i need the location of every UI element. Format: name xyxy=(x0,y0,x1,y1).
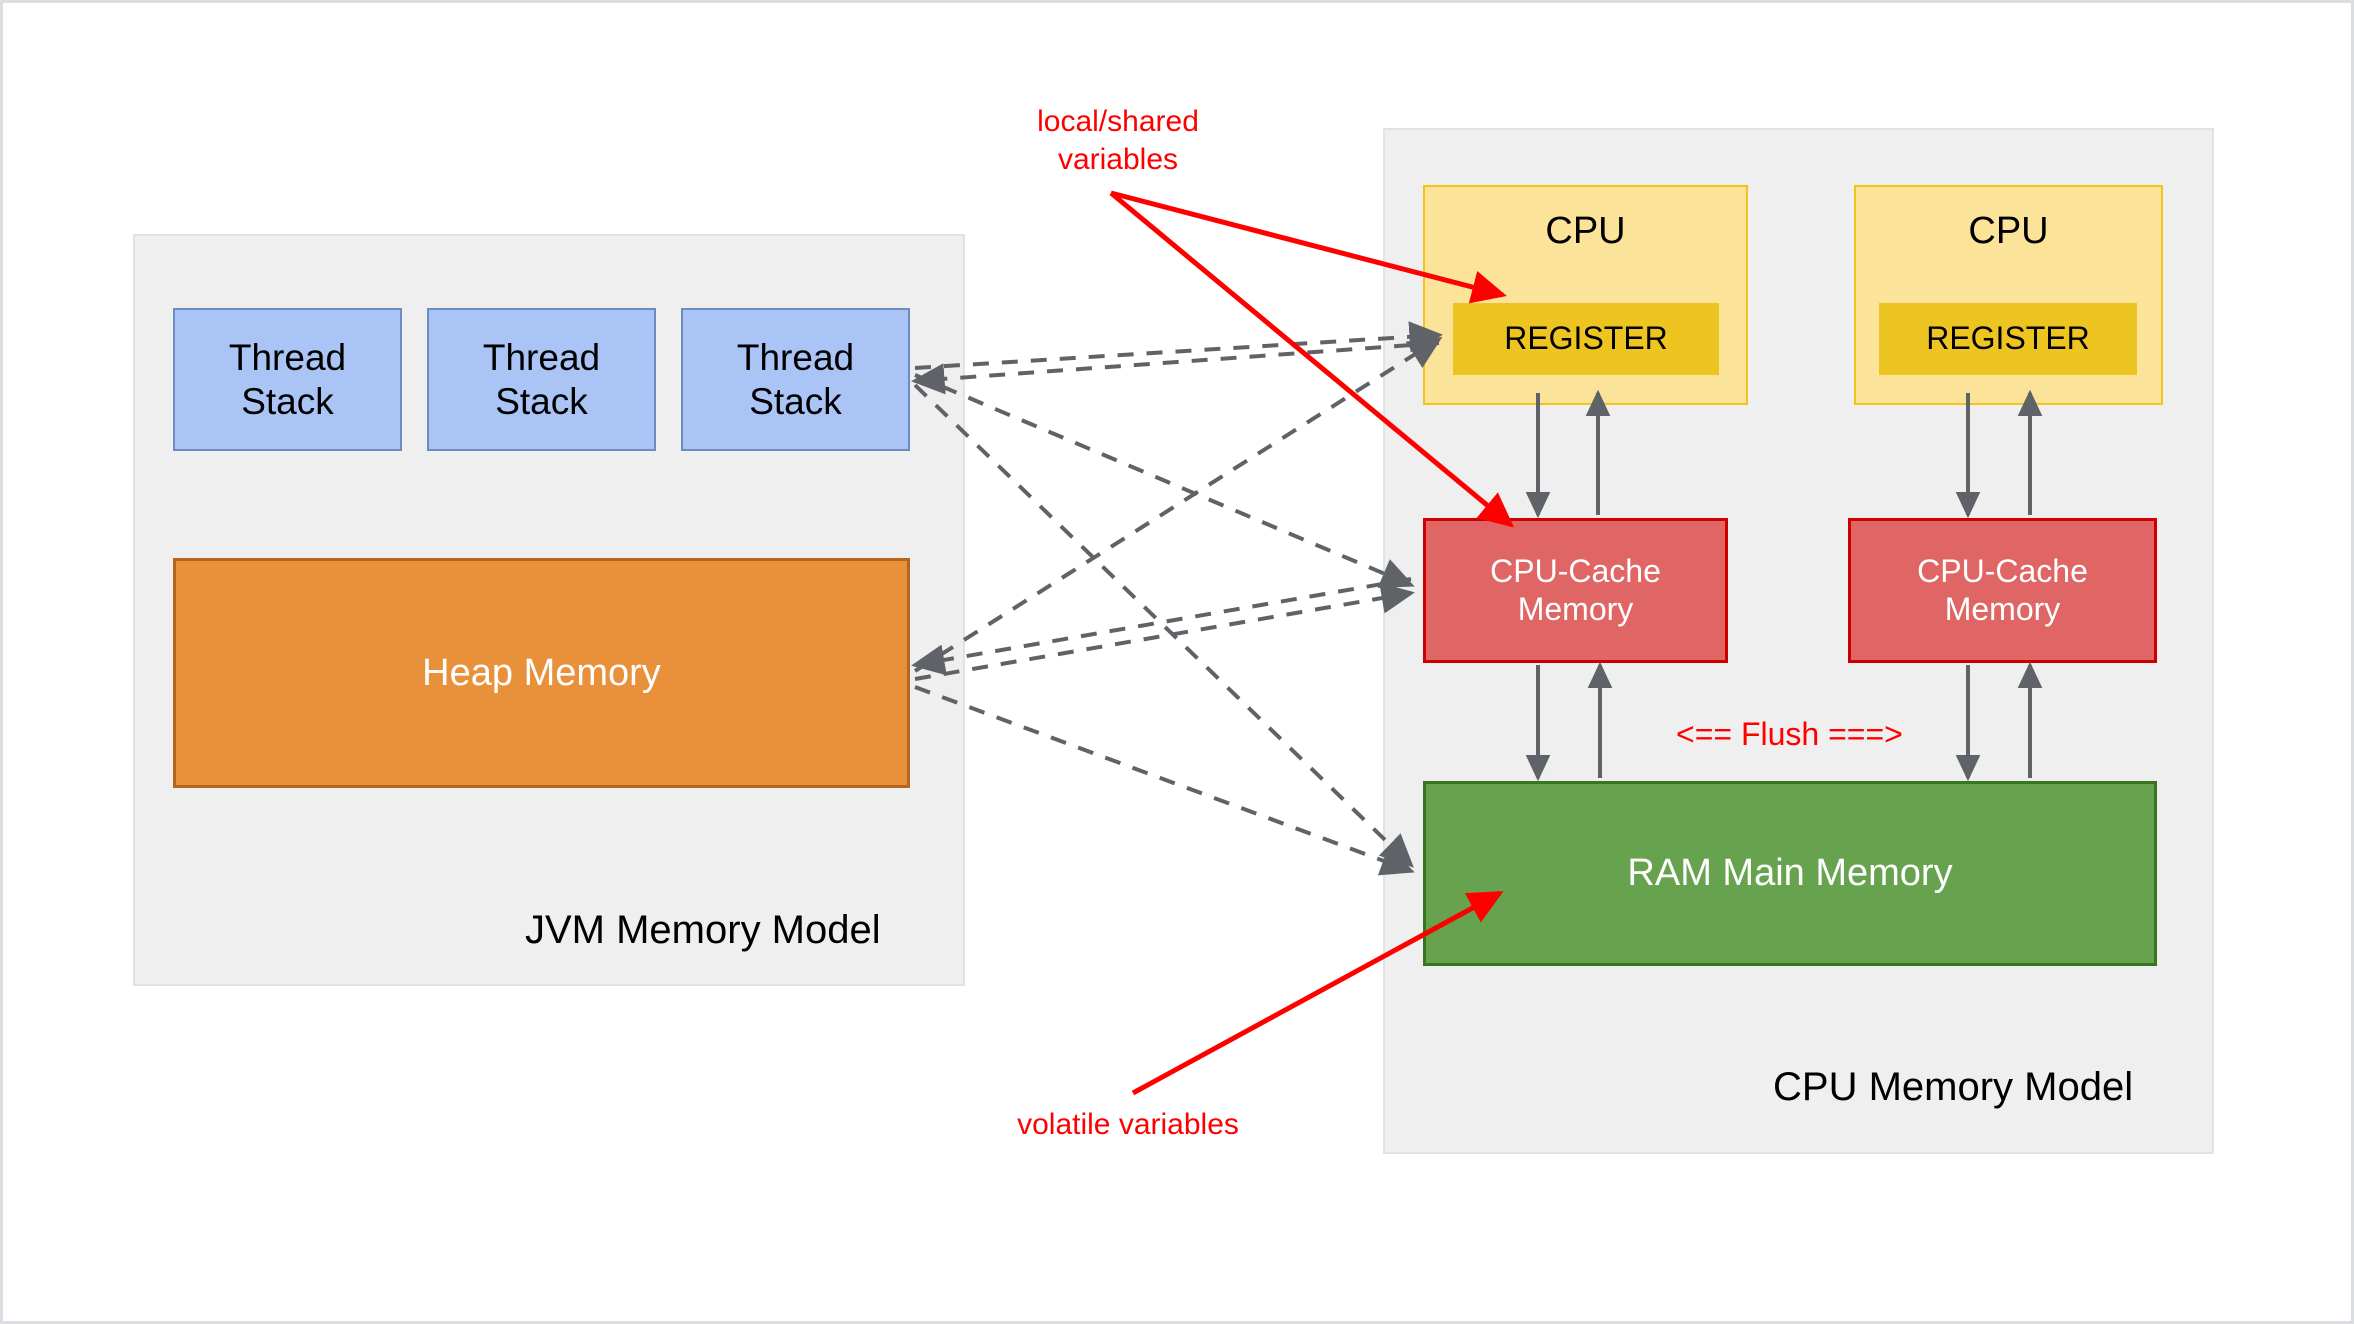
register-box-1[interactable]: REGISTER xyxy=(1453,303,1719,375)
dashed-connector-group xyxy=(911,321,1443,876)
heap-memory-box[interactable]: Heap Memory xyxy=(173,558,910,788)
local-shared-variables-label: local/shared variables xyxy=(1037,105,1199,177)
jvm-panel-title: JVM Memory Model xyxy=(525,908,881,952)
register-box-2[interactable]: REGISTER xyxy=(1879,303,2137,375)
thread-stack-box-3[interactable]: Thread Stack xyxy=(681,308,910,451)
thread-stack-box-1[interactable]: Thread Stack xyxy=(173,308,402,451)
volatile-variables-label: volatile variables xyxy=(1017,1108,1239,1141)
cpu-cache-box-2[interactable]: CPU-Cache Memory xyxy=(1848,518,2157,663)
cpu-cache-box-1[interactable]: CPU-Cache Memory xyxy=(1423,518,1728,663)
ram-main-memory-box[interactable]: RAM Main Memory xyxy=(1423,781,2157,966)
flush-label: <== Flush ===> xyxy=(1676,716,1903,752)
thread-stack-box-2[interactable]: Thread Stack xyxy=(427,308,656,451)
cpu-panel-title: CPU Memory Model xyxy=(1773,1065,2134,1109)
